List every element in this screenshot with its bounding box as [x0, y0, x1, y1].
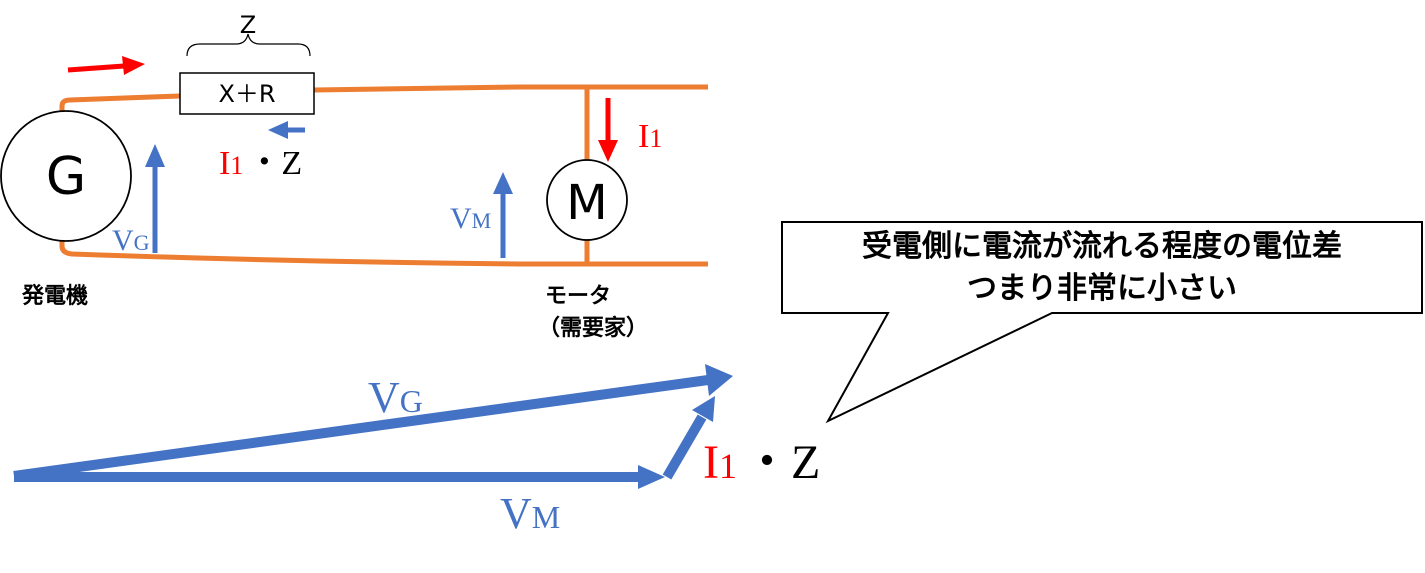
motor-circle — [546, 159, 628, 241]
generator: G 発電機 — [0, 110, 132, 309]
drop-label: I1・Z — [219, 145, 302, 182]
brace-label: Z — [240, 11, 256, 39]
phasor-drop-dot: ・ — [743, 436, 791, 489]
top-wire-left — [59, 93, 181, 130]
motor-current-I: I — [638, 118, 649, 155]
impedance-box — [179, 72, 315, 115]
phasor-vg-label: VG — [368, 373, 423, 422]
vm-label-sub: M — [472, 208, 492, 233]
motor-caption-line1: モータ — [545, 284, 611, 309]
circuit-wires — [59, 84, 708, 267]
impedance-element: Z X＋R — [179, 11, 315, 115]
drop-label-current: I — [219, 145, 230, 182]
motor: M モータ （需要家） — [538, 159, 648, 341]
vm-label: VM — [450, 202, 491, 235]
phasor-vg-arrowhead — [705, 364, 733, 396]
vm-label-main: V — [450, 202, 472, 235]
callout-line2: つまり非常に小さい — [967, 271, 1237, 306]
circuit-voltage-arrows — [145, 121, 513, 258]
curly-brace-icon — [186, 33, 311, 57]
vg-label-sub: G — [134, 230, 150, 255]
vg-arrowhead — [145, 144, 165, 167]
generator-circle — [0, 110, 132, 242]
phasor-vg-main: V — [368, 373, 400, 422]
phasor-drop-sub: 1 — [719, 446, 737, 486]
motor-caption-line2: （需要家） — [538, 315, 648, 341]
drop-label-dot: ・ — [247, 145, 281, 182]
phasor-vg-sub: G — [400, 383, 423, 419]
current-arrows — [67, 56, 618, 162]
drop-label-sub: 1 — [230, 151, 243, 180]
drop-label-z: Z — [281, 145, 302, 182]
line-current-arrowhead — [122, 56, 145, 75]
phasor-diagram: VG VM I1・Z — [13, 364, 820, 538]
vg-label-main: V — [112, 224, 134, 257]
line-current-arrow-icon — [67, 63, 125, 73]
motor-current-sub: 1 — [649, 124, 662, 153]
speech-callout-icon: 受電側に電流が流れる程度の電位差 つまり非常に小さい — [781, 221, 1423, 424]
phasor-vm-arrowhead — [638, 465, 665, 489]
phasor-drop-arrow-icon — [662, 414, 707, 480]
phasor-vm-sub: M — [532, 499, 560, 535]
top-wire-right — [313, 84, 708, 93]
callout-shape — [781, 221, 1423, 424]
vg-label: VG — [112, 224, 150, 257]
phasor-vm-label: VM — [500, 489, 560, 538]
motor-current-label: I1 — [638, 118, 662, 155]
phasor-vm-main: V — [500, 489, 532, 538]
motor-symbol: M — [566, 175, 607, 231]
bottom-wire — [59, 238, 708, 267]
phasor-drop-arrowhead — [692, 396, 715, 422]
phasor-drop-z: Z — [791, 436, 820, 489]
circuit-labels: I1・Z I1 VG VM — [112, 118, 662, 257]
vm-arrowhead — [493, 172, 513, 194]
generator-symbol: G — [46, 147, 86, 207]
generator-caption: 発電機 — [21, 284, 88, 309]
drop-arrowhead — [268, 121, 288, 139]
phasor-drop-label: I1・Z — [703, 436, 820, 489]
callout-line1: 受電側に電流が流れる程度の電位差 — [862, 229, 1342, 264]
phasor-drop-I: I — [703, 436, 719, 489]
phasor-vg-arrow-icon — [13, 375, 709, 481]
motor-current-arrowhead — [598, 140, 618, 162]
impedance-box-label: X＋R — [218, 80, 275, 108]
